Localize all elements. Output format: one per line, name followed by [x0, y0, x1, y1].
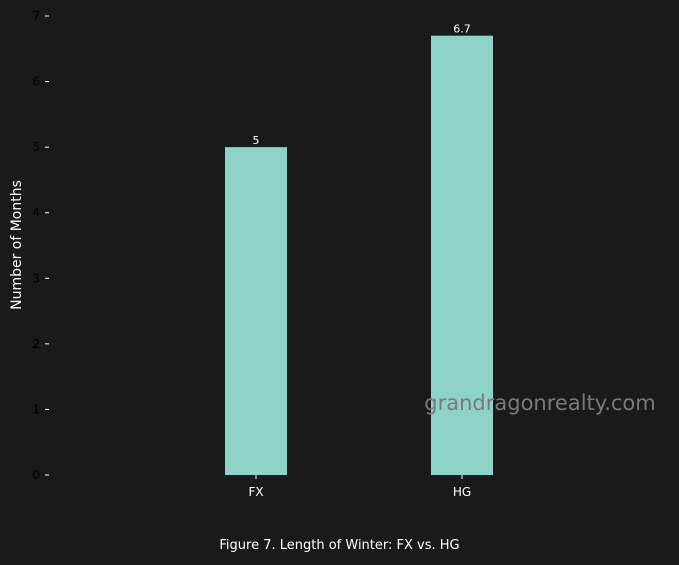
y-tick-label: 0	[32, 468, 40, 482]
y-tick-label: 2	[32, 337, 40, 351]
y-axis: 0 1 2 3 4 5 6 7	[32, 9, 49, 482]
bar-value-label: 5	[253, 134, 260, 147]
y-tick-label: 1	[32, 402, 40, 416]
bar-value-label: 6.7	[453, 23, 471, 36]
bar-fx	[225, 147, 287, 475]
bars: 56.7	[225, 23, 493, 476]
y-axis-title: Number of Months	[9, 180, 25, 310]
x-tick-label: HG	[453, 485, 471, 499]
y-tick-label: 7	[32, 9, 40, 23]
bar-hg	[431, 35, 493, 476]
y-tick-label: 6	[32, 75, 40, 89]
figure-caption: Figure 7. Length of Winter: FX vs. HG	[219, 538, 460, 553]
x-tick-label: FX	[248, 485, 263, 499]
watermark: grandragonrealty.com	[424, 391, 655, 415]
y-tick-label: 3	[32, 271, 40, 285]
y-tick-label: 5	[32, 140, 40, 154]
y-tick-label: 4	[32, 206, 40, 220]
x-axis: FX HG	[248, 475, 471, 499]
